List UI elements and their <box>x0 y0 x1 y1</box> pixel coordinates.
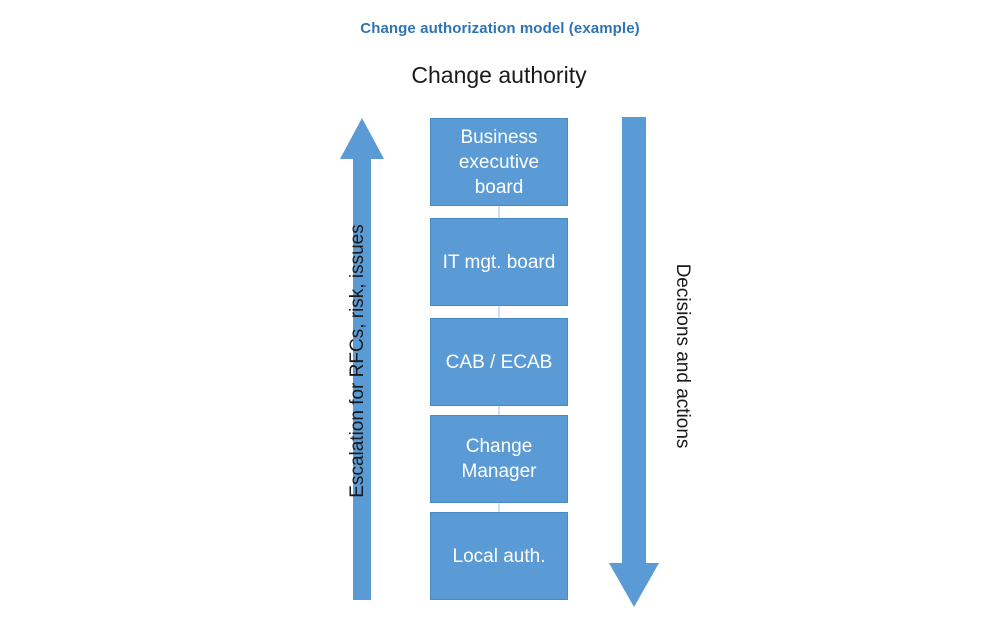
authority-level-change-manager[interactable]: Change Manager <box>430 415 568 503</box>
change-authority-column: Business executive board IT mgt. board C… <box>430 118 568 600</box>
page-title: Change authorization model (example) <box>360 20 640 37</box>
authority-level-cab-ecab[interactable]: CAB / ECAB <box>430 318 568 406</box>
authority-level-local-auth[interactable]: Local auth. <box>430 512 568 600</box>
arrow-up-icon <box>340 118 384 600</box>
arrow-down-icon <box>609 117 659 607</box>
authority-level-business-executive-board[interactable]: Business executive board <box>430 118 568 206</box>
escalation-arrow: Escalation for RFCs, risk, issues <box>338 115 386 603</box>
escalation-arrow-label: Escalation for RFCs, risk, issues <box>347 224 368 498</box>
decisions-arrow-label: Decisions and actions <box>672 263 693 449</box>
change-authority-header: Change authority <box>411 62 587 88</box>
decisions-arrow: Decisions and actions <box>600 115 693 611</box>
authority-level-it-mgt-board[interactable]: IT mgt. board <box>430 218 568 306</box>
